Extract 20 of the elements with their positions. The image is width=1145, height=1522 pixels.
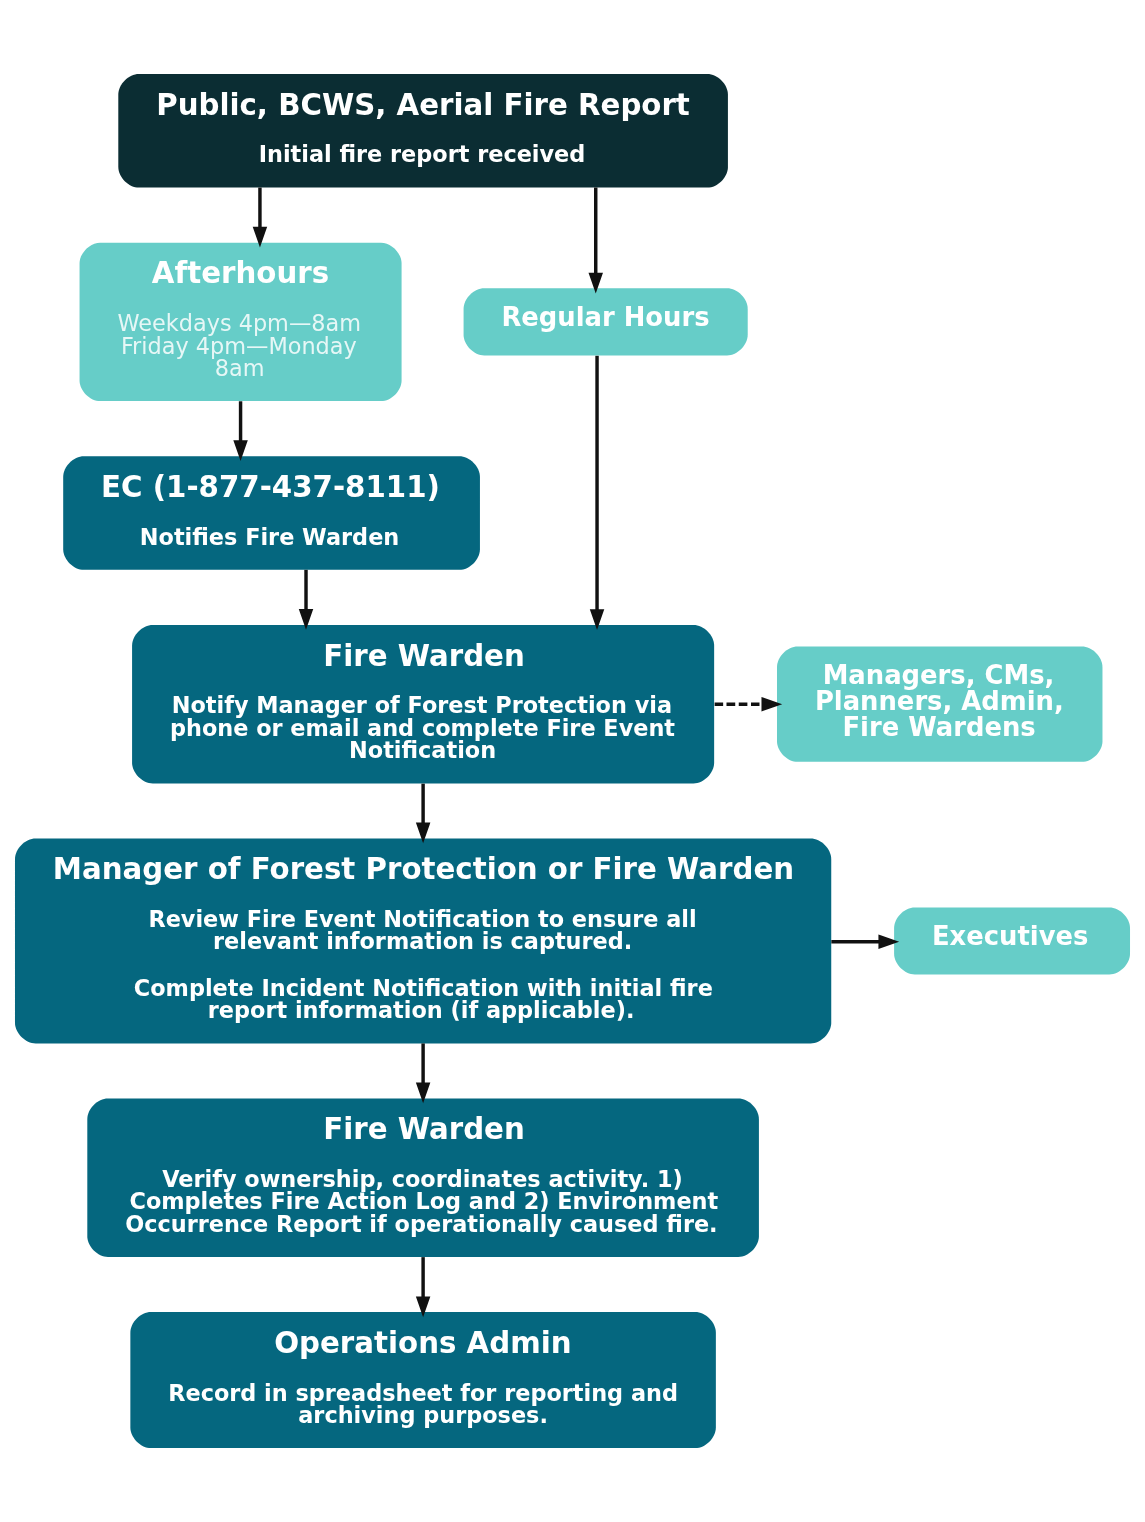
arrow [298, 569, 314, 630]
arrow [831, 934, 900, 950]
node-box: Public, BCWS, Aerial Fire Report Initial fire report received [118, 73, 728, 188]
node-box: Fire Warden Notify Manager of Forest Protection via phone or email and complete Fire Event Notification [132, 624, 715, 784]
node-box: Regular Hours [463, 288, 748, 356]
arrow [233, 401, 248, 461]
node-box: Executives [894, 907, 1130, 975]
arrow [415, 1043, 431, 1104]
node-box: Operations Admin Record in spreadsheet for reporting and archiving purposes. [130, 1312, 716, 1449]
node-box: Manager of Forest Protection or Fire Warden Review Fire Event Notification to ensure all relevant information is captured. Complete Incident Notification with initial fire report information (if applicable). [15, 838, 832, 1044]
arrow [415, 783, 431, 844]
node-box: Managers, CMs, Planners, Admin, Fire Wardens [777, 646, 1103, 762]
arrow [415, 1257, 431, 1318]
arrow [252, 187, 268, 248]
node-box: Fire Warden Verify ownership, coordinates activity. 1) Completes Fire Action Log and 2) Environment Occurrence Report if operationally caused fire. [87, 1098, 759, 1257]
arrow [714, 696, 783, 712]
node-box: EC (1-877-437-8111) Notifies Fire Warden [63, 456, 480, 570]
arrow [588, 187, 603, 294]
arrow [589, 355, 605, 630]
node-box: Afterhours Weekdays 4pm—8am Friday 4pm—Monday 8am [79, 242, 402, 402]
